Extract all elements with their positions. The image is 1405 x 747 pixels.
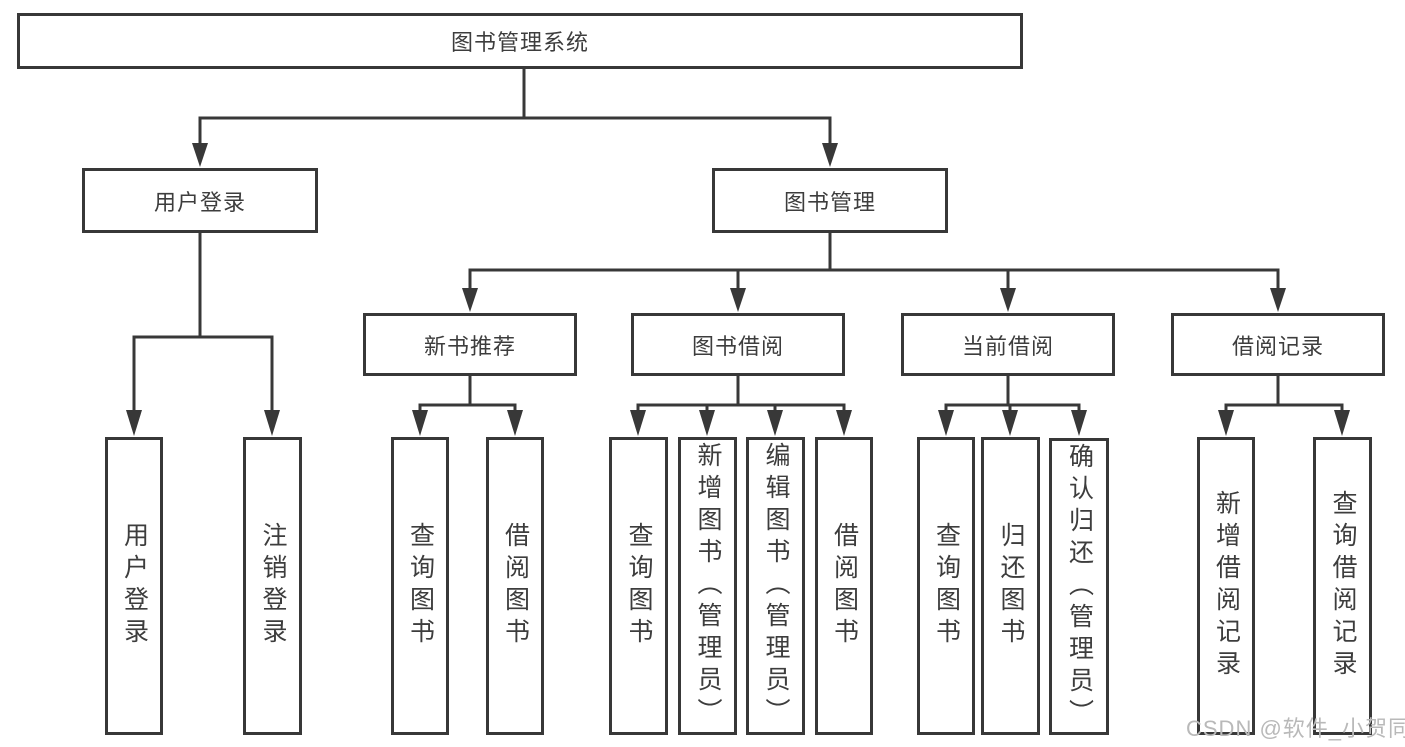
node-records-label: 借阅记录	[1231, 333, 1324, 359]
node-user-login: 用户登录	[82, 168, 318, 233]
node-recommend-label: 新书推荐	[423, 333, 516, 359]
leaf-recommend-0: 查询图书	[391, 437, 449, 735]
node-user-login-label: 用户登录	[153, 189, 246, 215]
leaf-borrow-1: 新增图书（管理员）	[678, 437, 737, 735]
leaf-records-1-label: 查询借阅记录	[1329, 490, 1357, 682]
leaf-borrow-2-label: 编辑图书（管理员）	[762, 442, 790, 730]
node-book-mgmt: 图书管理	[712, 168, 948, 233]
leaf-records-0: 新增借阅记录	[1197, 437, 1255, 735]
leaf-records-0-label: 新增借阅记录	[1212, 490, 1241, 682]
leaf-borrow-0-label: 查询图书	[625, 522, 653, 650]
node-current-label: 当前借阅	[961, 333, 1054, 359]
leaf-recommend-0-label: 查询图书	[406, 522, 435, 650]
csdn-watermark: CSDN @软件_小贺同学	[1186, 716, 1405, 741]
node-book-mgmt-label: 图书管理	[783, 189, 876, 215]
leaf-borrow-2: 编辑图书（管理员）	[746, 437, 805, 735]
leaf-login-1-label: 注销登录	[259, 522, 287, 650]
leaf-login-1: 注销登录	[243, 437, 302, 735]
leaf-borrow-3: 借阅图书	[815, 437, 873, 735]
leaf-current-0-label: 查询图书	[932, 522, 961, 650]
leaf-current-0: 查询图书	[917, 437, 975, 735]
leaf-current-2-label: 确认归还（管理员）	[1065, 442, 1094, 731]
leaf-records-1: 查询借阅记录	[1313, 437, 1372, 735]
node-borrow-label: 图书借阅	[691, 333, 784, 359]
node-borrow: 图书借阅	[631, 313, 845, 376]
node-current: 当前借阅	[901, 313, 1115, 376]
leaf-recommend-1-label: 借阅图书	[501, 522, 530, 650]
leaf-current-1-label: 归还图书	[997, 522, 1025, 650]
node-root: 图书管理系统	[17, 13, 1023, 69]
leaf-current-1: 归还图书	[981, 437, 1040, 735]
leaf-borrow-0: 查询图书	[609, 437, 668, 735]
leaf-login-0: 用户登录	[105, 437, 163, 735]
node-root-label: 图书管理系统	[450, 30, 589, 55]
leaf-borrow-3-label: 借阅图书	[830, 522, 859, 650]
node-recommend: 新书推荐	[363, 313, 577, 376]
leaf-borrow-1-label: 新增图书（管理员）	[694, 442, 722, 730]
leaf-current-2: 确认归还（管理员）	[1049, 438, 1109, 735]
leaf-login-0-label: 用户登录	[120, 522, 149, 650]
leaf-recommend-1: 借阅图书	[486, 437, 544, 735]
node-records: 借阅记录	[1171, 313, 1385, 376]
